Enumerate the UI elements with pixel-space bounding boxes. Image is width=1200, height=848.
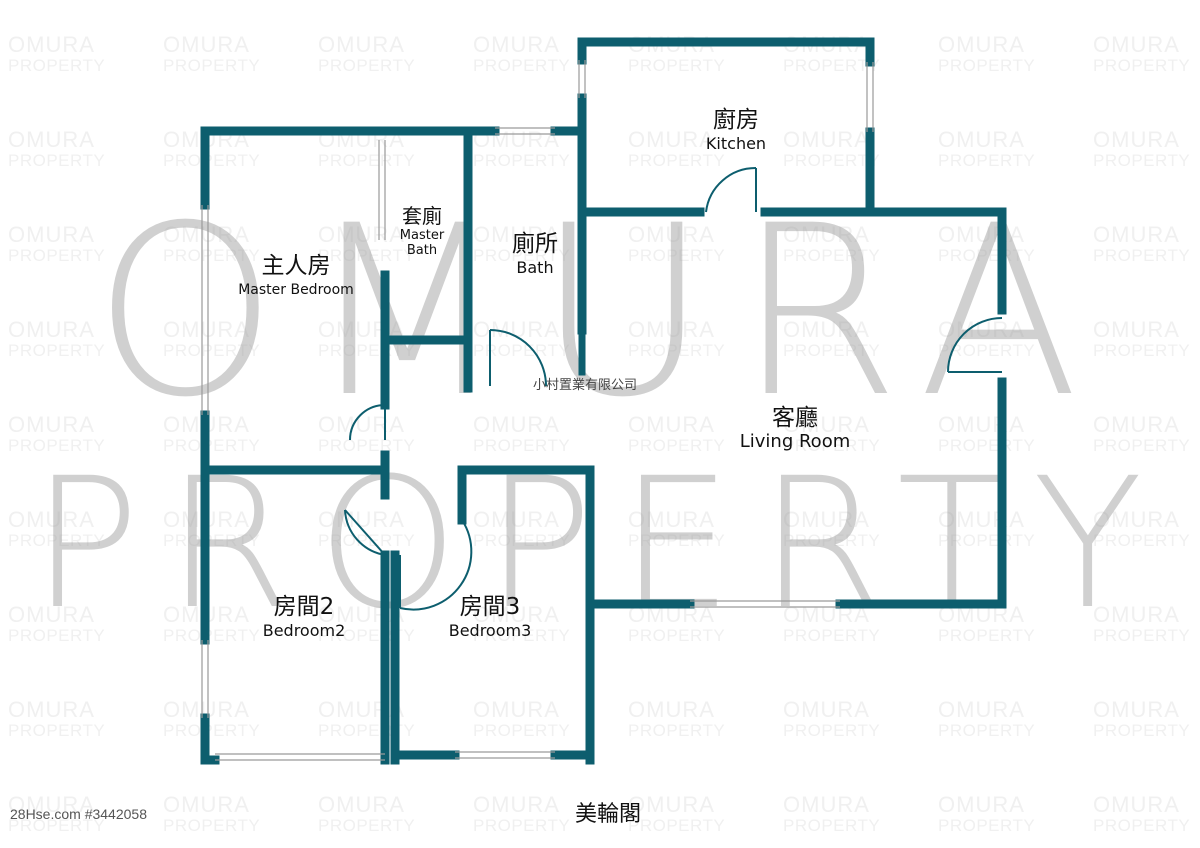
walls [200, 37, 1007, 765]
door-swing [399, 519, 473, 611]
room-bedroom3-en: Bedroom3 [448, 621, 532, 640]
room-living-room-zh: 客廳 [772, 405, 818, 431]
building-name: 美輪閣 [575, 802, 642, 827]
room-bath-en: Bath [516, 258, 554, 277]
room-bath: 廁所 Bath [512, 230, 558, 278]
room-living-room-en: Living Room [739, 431, 851, 452]
door-swing [349, 404, 386, 441]
door-swing [705, 166, 757, 213]
door-swing [344, 509, 386, 556]
room-master-bedroom-en: Master Bedroom [238, 282, 354, 298]
company-name: 小村置業有限公司 [533, 378, 638, 393]
room-kitchen-zh: 廚房 [712, 107, 759, 133]
room-kitchen: 廚房 Kitchen [706, 106, 766, 154]
door-swing [489, 329, 547, 387]
room-bedroom3-zh: 房間3 [459, 594, 521, 620]
room-master-bedroom: 主人房 Master Bedroom [238, 252, 354, 300]
room-bedroom3: 房間3 Bedroom3 [449, 593, 532, 641]
door-swing [947, 317, 1003, 373]
room-master-bath: 套廁 Master Bath [400, 204, 444, 258]
doors [344, 166, 1003, 611]
room-bedroom2-zh: 房間2 [273, 594, 335, 620]
room-kitchen-en: Kitchen [705, 134, 767, 153]
room-master-bath-en-2: Bath [406, 243, 438, 258]
room-master-bedroom-zh: 主人房 [261, 253, 331, 279]
room-bath-zh: 廁所 [512, 231, 558, 257]
room-bedroom2-en: Bedroom2 [262, 621, 346, 640]
room-bedroom2: 房間2 Bedroom2 [263, 593, 346, 641]
room-living-room: 客廳 Living Room [740, 404, 851, 452]
room-master-bath-en-1: Master [399, 228, 445, 243]
door-leaf [344, 509, 386, 556]
room-master-bath-zh: 套廁 [402, 204, 442, 228]
windows [201, 60, 874, 761]
listing-reference: 28Hse.com #3442058 [10, 806, 147, 822]
